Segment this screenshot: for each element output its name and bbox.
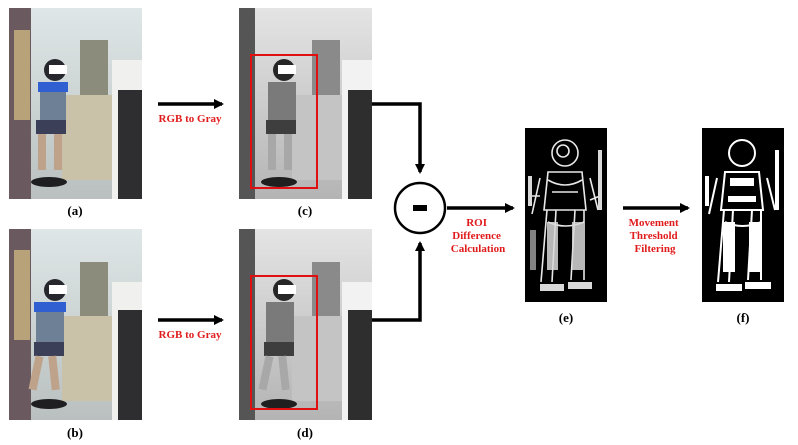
panel-a-label: (a) xyxy=(67,203,82,218)
panel-f-threshold-map xyxy=(702,128,784,302)
minus-circle-icon xyxy=(393,181,447,235)
panel-d-roi-box xyxy=(250,275,318,410)
rgb-to-gray-label-top: RGB to Gray xyxy=(159,113,222,125)
panel-f-label: (f) xyxy=(737,310,750,325)
rgb-to-gray-label-bottom-line: RGB to Gray xyxy=(159,329,222,341)
roi-difference-label-line-3: Calculation xyxy=(451,243,505,255)
roi-difference-label-line-2: Difference xyxy=(452,230,501,242)
movement-threshold-label-line-1: Movement xyxy=(629,217,679,229)
rgb-to-gray-label-bottom: RGB to Gray xyxy=(159,329,222,341)
movement-threshold-label-line-2: Threshold xyxy=(630,230,678,242)
panel-c-label: (c) xyxy=(298,203,312,218)
roi-difference-label-line-1: ROI xyxy=(466,217,487,229)
movement-threshold-label-line-3: Filtering xyxy=(635,243,676,255)
panel-d-gray-frame xyxy=(239,229,372,420)
movement-threshold-label: Movement Threshold Filtering xyxy=(629,217,682,255)
panel-e-label: (e) xyxy=(559,310,573,325)
rgb-to-gray-label-top-line: RGB to Gray xyxy=(159,113,222,125)
connector-d-to-operator xyxy=(372,241,425,322)
panel-b-color-frame xyxy=(9,229,142,420)
panel-e-difference-map xyxy=(525,128,607,302)
connector-c-to-operator xyxy=(372,102,425,174)
panel-c-gray-frame xyxy=(239,8,372,199)
panel-d-label: (d) xyxy=(297,425,313,440)
panel-c-roi-box xyxy=(250,54,318,189)
panel-a-color-frame xyxy=(9,8,142,199)
panel-b-label: (b) xyxy=(67,425,83,440)
roi-difference-label: ROI Difference Calculation xyxy=(451,217,505,255)
